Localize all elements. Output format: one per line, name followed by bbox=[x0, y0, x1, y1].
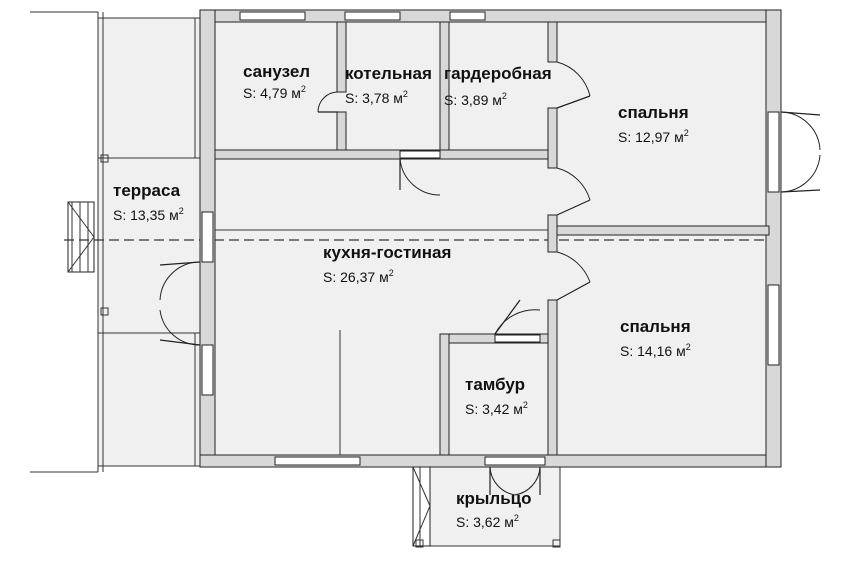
room-label-spalnya-1: спальня S: 12,97 м2 bbox=[618, 103, 689, 145]
room-name: кухня-гостиная bbox=[323, 243, 451, 262]
room-area: S: 12,97 м2 bbox=[618, 128, 689, 145]
room-area: S: 14,16 м2 bbox=[620, 342, 691, 359]
room-area: S: 3,78 м2 bbox=[345, 89, 408, 106]
room-label-garderobnaya: гардеробная S: 3,89 м2 bbox=[444, 64, 552, 108]
room-area: S: 3,62 м2 bbox=[456, 513, 519, 530]
doors bbox=[159, 61, 821, 496]
room-area: S: 13,35 м2 bbox=[113, 206, 184, 223]
room-name: гардеробная bbox=[444, 64, 552, 83]
exterior-walls bbox=[199, 9, 782, 468]
interior-lines bbox=[215, 229, 555, 455]
room-area: S: 3,89 м2 bbox=[444, 91, 507, 108]
terrace-outline bbox=[30, 11, 205, 473]
room-name: санузел bbox=[243, 62, 310, 81]
room-label-terrasa: терраса S: 13,35 м2 bbox=[113, 181, 184, 223]
room-area: S: 3,42 м2 bbox=[465, 400, 528, 417]
room-name: тамбур bbox=[465, 375, 525, 394]
room-label-sanuzel: санузел S: 4,79 м2 bbox=[243, 62, 310, 101]
room-label-kotelnaya: котельная S: 3,78 м2 bbox=[345, 64, 432, 106]
room-area: S: 26,37 м2 bbox=[323, 268, 394, 285]
terrace-steps bbox=[67, 201, 95, 273]
interior-walls bbox=[214, 21, 770, 456]
room-label-spalnya-2: спальня S: 14,16 м2 bbox=[620, 317, 691, 359]
room-area: S: 4,79 м2 bbox=[243, 84, 306, 101]
room-label-kuhnya-gostinaya: кухня-гостиная S: 26,37 м2 bbox=[323, 243, 451, 285]
room-label-krylco: крыльцо S: 3,62 м2 bbox=[456, 489, 532, 530]
room-label-tambur: тамбур S: 3,42 м2 bbox=[465, 375, 528, 417]
porch bbox=[412, 466, 561, 548]
room-name: котельная bbox=[345, 64, 432, 83]
room-name: спальня bbox=[618, 103, 689, 122]
room-name: терраса bbox=[113, 181, 181, 200]
room-name: спальня bbox=[620, 317, 691, 336]
room-name: крыльцо bbox=[456, 489, 532, 508]
